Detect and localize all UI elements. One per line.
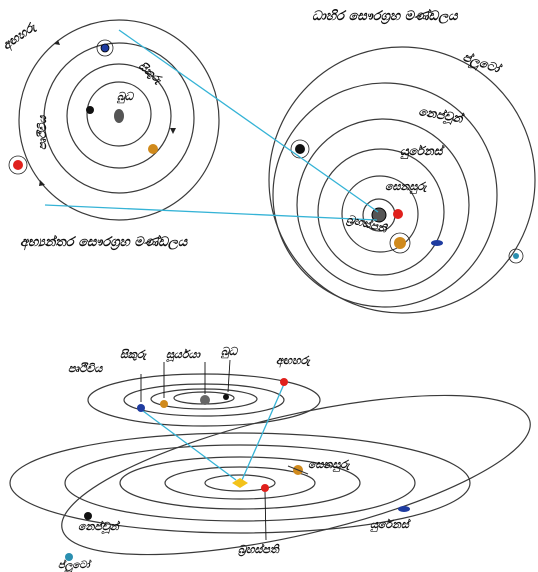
saturn-label-top: සෙනසුරු: [385, 180, 427, 194]
uranus-orbit-perspective: [64, 444, 416, 522]
mars-label-bottom: අඟහරු: [276, 354, 311, 368]
connector-line: [44, 204, 378, 221]
saturn-planet-top: [394, 237, 406, 249]
pluto-label-top: ප්ලූටෝ: [460, 50, 504, 80]
pluto-planet-top: [513, 253, 519, 259]
venus-orbit: [66, 63, 172, 169]
neptune-planet-bottom: [84, 512, 92, 520]
sun-label-bottom: සූර්යයා: [166, 348, 201, 362]
pluto-moon-orbit: [508, 248, 524, 264]
saturn-orbit: [317, 148, 445, 276]
earth-label-bottom: පෘථිවිය: [68, 362, 103, 375]
saturn-orbit-perspective: [119, 456, 361, 510]
label-pointers: [140, 359, 267, 541]
uranus-planet-bottom: [398, 506, 410, 512]
neptune-planet-top: [295, 144, 305, 154]
orbit-direction-arrow: [170, 128, 176, 134]
mercury-orbit: [86, 81, 152, 147]
mercury-planet-top: [86, 106, 94, 114]
neptune-orbit: [272, 82, 498, 308]
mars-planet-top: [13, 160, 23, 170]
mercury-label-bottom: බුධ: [220, 345, 239, 359]
connector-line: [118, 29, 379, 213]
sun-outer-view: [371, 207, 387, 223]
mars-label-top: අඟහරු: [0, 19, 39, 53]
connector-line: [241, 383, 285, 481]
neptune-label-top: නෙප්චූන්: [417, 104, 466, 128]
pluto-orbit: [268, 46, 536, 314]
pluto-label-bottom: ප්ලූටෝ: [58, 559, 92, 572]
earth-planet-bottom: [137, 404, 145, 412]
venus-label-bottom: සිකුරු: [120, 348, 147, 361]
neptune-orbit-perspective: [9, 432, 471, 534]
uranus-label-top: යුරේනස්: [400, 144, 446, 160]
inner-system-top-view: [8, 19, 220, 221]
sun-bottom-top: [200, 395, 210, 405]
inner-region-perspective: [204, 474, 276, 492]
saturn-label-bottom: සෙනසුරු: [308, 458, 350, 472]
venus-orbit-perspective: [150, 388, 258, 410]
mars-planet-bottom: [280, 378, 288, 386]
outer-system-top-view: [268, 46, 536, 314]
jupiter-label-bottom: බ්‍රහස්පති: [238, 543, 280, 557]
pluto-orbit-perspective: [61, 394, 531, 556]
saturn-ring: [389, 232, 411, 254]
uranus-planet-top: [431, 240, 443, 246]
venus-planet-bottom: [160, 400, 168, 408]
orbit-direction-arrow: [39, 180, 45, 186]
earth-orbit-perspective: [123, 383, 285, 417]
venus-planet-top: [148, 144, 158, 154]
jupiter-planet-top: [393, 209, 403, 219]
perspective-view: [9, 373, 531, 561]
uranus-label-bottom: යුරේනස්: [370, 518, 411, 533]
mercury-label-top: බුධ: [116, 90, 135, 104]
sun-top: [114, 109, 124, 123]
outer-system-title: ධාහිර සෞරග්‍රහ මණ්ඩලය: [312, 8, 458, 24]
saturn-ring-bottom: [287, 465, 309, 475]
uranus-orbit: [296, 118, 470, 292]
jupiter-orbit: [341, 175, 419, 253]
earth-planet-top: [100, 43, 110, 53]
earth-moon-orbit: [96, 39, 114, 57]
neptune-moon-orbit: [290, 139, 310, 159]
earth-orbit: [43, 42, 195, 194]
jupiter-orbit-perspective: [164, 466, 316, 500]
jupiter-planet-bottom: [261, 484, 269, 492]
sun-perspective: [232, 478, 248, 488]
neptune-label-bottom: නෙප්චූන්: [78, 520, 120, 535]
mars-moon-orbit: [8, 155, 28, 175]
earth-label-top: පෘථිවිය: [36, 115, 49, 150]
inner-system-title: අභ්‍යන්තර සෞරග්‍රහ මණ්ඩලය: [20, 234, 188, 251]
mars-orbit-perspective: [87, 373, 321, 427]
venus-label-top: සිකුරු: [136, 59, 165, 86]
connector-line: [138, 407, 237, 481]
orbit-direction-arrow: [54, 40, 60, 45]
pluto-planet-bottom: [65, 553, 73, 561]
mars-orbit: [18, 19, 220, 221]
mercury-planet-bottom: [223, 394, 229, 400]
